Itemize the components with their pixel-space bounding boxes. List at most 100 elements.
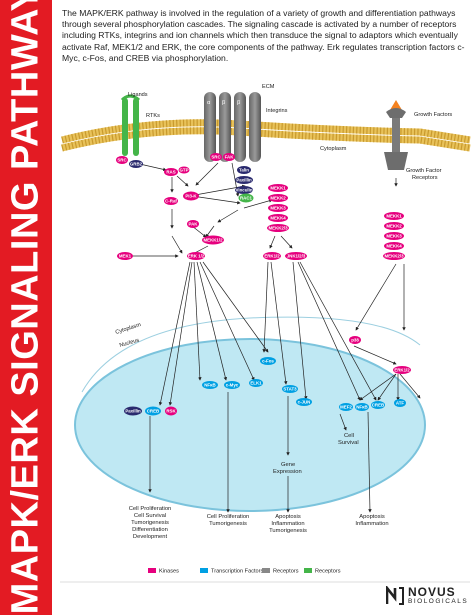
- node-gtp-label: GTP: [179, 168, 188, 173]
- node-nfkb1-shape: [202, 381, 218, 389]
- node-ras-shape: [164, 168, 178, 176]
- node-mekk1a: MEKK1: [268, 184, 288, 192]
- node-jnk-shape: [285, 252, 307, 260]
- cytoplasm-region: [81, 316, 421, 393]
- node-rac1: RAC1: [238, 193, 254, 203]
- logo-subtitle: BIOLOGICALS: [408, 598, 469, 605]
- node-atf-shape: [394, 399, 406, 407]
- legend-item: Receptors: [304, 568, 341, 575]
- node-mekk3b-shape: [384, 232, 404, 240]
- node-rac1-shape: [238, 193, 254, 203]
- outcome-o2-line: Cell Proliferation: [207, 514, 250, 520]
- node-atf: ATF: [394, 399, 406, 407]
- node-pak-shape: [187, 220, 199, 228]
- node-mekk3b-label: MEKK3: [386, 234, 402, 239]
- node-rsk: RSK: [165, 406, 177, 416]
- node-stat3-shape: [282, 385, 298, 393]
- node-paxillin-shape: [124, 406, 142, 416]
- node-grb2: GRB2: [129, 160, 143, 168]
- gf-receptors-label-1: Growth Factor: [406, 168, 442, 174]
- node-mekk23a: MEKK2/3: [267, 224, 289, 232]
- node-cjun: c-JUN: [296, 398, 312, 406]
- ligands-label: Ligands: [128, 92, 148, 98]
- legend-swatch: [200, 568, 208, 573]
- gene-expression-label-1: Gene: [281, 462, 295, 468]
- node-elk1-label: ELK1: [250, 381, 262, 386]
- node-mekk2a-shape: [268, 194, 288, 202]
- node-jnk-label: JNK1/2/3: [287, 254, 306, 259]
- node-vinculin: Vinculin: [235, 186, 253, 194]
- node-paxillin_top: Paxillin: [235, 176, 253, 184]
- node-src1-label: SRC: [117, 158, 127, 163]
- node-creb1: CREB: [145, 406, 161, 416]
- node-src2: SRC: [210, 153, 222, 161]
- growth-factor-receptor: [384, 100, 408, 170]
- node-src1-shape: [116, 156, 128, 164]
- nucleus-label: Nucleus: [119, 338, 140, 349]
- node-paxillin: Paxillin: [124, 406, 142, 416]
- node-mekk12-label: MEKK1/2: [203, 238, 223, 243]
- node-fak-label: FAK: [225, 155, 235, 160]
- node-mekk2b: MEKK2: [384, 222, 404, 230]
- node-creb2-shape: [371, 401, 385, 409]
- node-elk1: ELK1: [249, 379, 263, 387]
- node-gtp-shape: [178, 166, 190, 174]
- outcome-o4-line: Inflammation: [355, 521, 388, 527]
- sidebar-banner: MAPK/ERK SIGNALING PATHWAY: [0, 0, 52, 615]
- node-paxillin_top-label: Paxillin: [236, 178, 252, 183]
- node-mekk23b-shape: [383, 252, 405, 260]
- node-stat3: STAT3: [282, 385, 298, 393]
- node-mekk2b-label: MEKK2: [386, 224, 402, 229]
- node-cfos: c-Fos: [260, 357, 276, 365]
- nucleus: [74, 338, 426, 512]
- node-rsk-label: RSK: [166, 409, 176, 414]
- cytoplasm-lower-label: Cytoplasm: [115, 322, 142, 336]
- node-src2-label: SRC: [211, 155, 221, 160]
- legend-swatch: [304, 568, 312, 573]
- logo-name: NOVUS: [408, 585, 456, 599]
- node-cmyc: c-Myc: [224, 381, 240, 389]
- node-mekk4a-label: MEKK4: [270, 216, 286, 221]
- node-paxillin-label: Paxillin: [125, 409, 141, 414]
- node-mekk1b-label: MEKK1: [386, 214, 402, 219]
- growth-factors-label: Growth Factors: [414, 112, 452, 118]
- rtks-label: RTKs: [146, 113, 160, 119]
- node-mekk1b: MEKK1: [384, 212, 404, 220]
- node-talin-shape: [237, 166, 251, 174]
- gene-expression-label-2: Expression: [273, 469, 302, 475]
- node-p38: p38: [349, 336, 361, 344]
- node-p38-label: p38: [351, 338, 359, 343]
- node-creb2: CREB: [371, 401, 385, 409]
- node-creb1-shape: [145, 406, 161, 416]
- node-elk1-shape: [249, 379, 263, 387]
- outcome-o1-line: Development: [133, 534, 168, 540]
- node-craf-label: C-Raf: [165, 199, 177, 204]
- sidebar-title: MAPK/ERK SIGNALING PATHWAY: [4, 0, 47, 615]
- rtk-receptor: [120, 94, 140, 156]
- node-vinculin-shape: [235, 186, 253, 194]
- node-erk12: ERK 1/2: [187, 252, 205, 260]
- outcome-o1-line: Tumorigenesis: [131, 520, 169, 526]
- node-mekk3a-shape: [268, 204, 288, 212]
- node-mek1-label: MEK1: [119, 254, 132, 259]
- node-cfos-shape: [260, 357, 276, 365]
- node-atf-label: ATF: [396, 401, 405, 406]
- intro-paragraph: The MAPK/ERK pathway is involved in the …: [62, 8, 465, 63]
- node-ras: RAS: [164, 168, 178, 176]
- cytoplasm-top-label: Cytoplasm: [320, 146, 347, 152]
- node-mekk3b: MEKK3: [384, 232, 404, 240]
- node-grb2-shape: [129, 160, 143, 168]
- legend-item: Receptors: [262, 568, 299, 575]
- node-src1: SRC: [116, 156, 128, 164]
- legend-label: Kinases: [159, 569, 179, 575]
- node-erk12b-label: ERK1/2: [264, 254, 280, 259]
- node-ras-label: RAS: [166, 170, 175, 175]
- node-fak: FAK: [223, 153, 235, 161]
- node-nfkb1: NFκB: [202, 381, 218, 389]
- integrin-receptor: [204, 92, 261, 162]
- node-craf-shape: [164, 197, 178, 205]
- logo-mark-icon: [386, 586, 404, 605]
- node-cfos-label: c-Fos: [262, 359, 274, 364]
- node-mekk23a-shape: [267, 224, 289, 232]
